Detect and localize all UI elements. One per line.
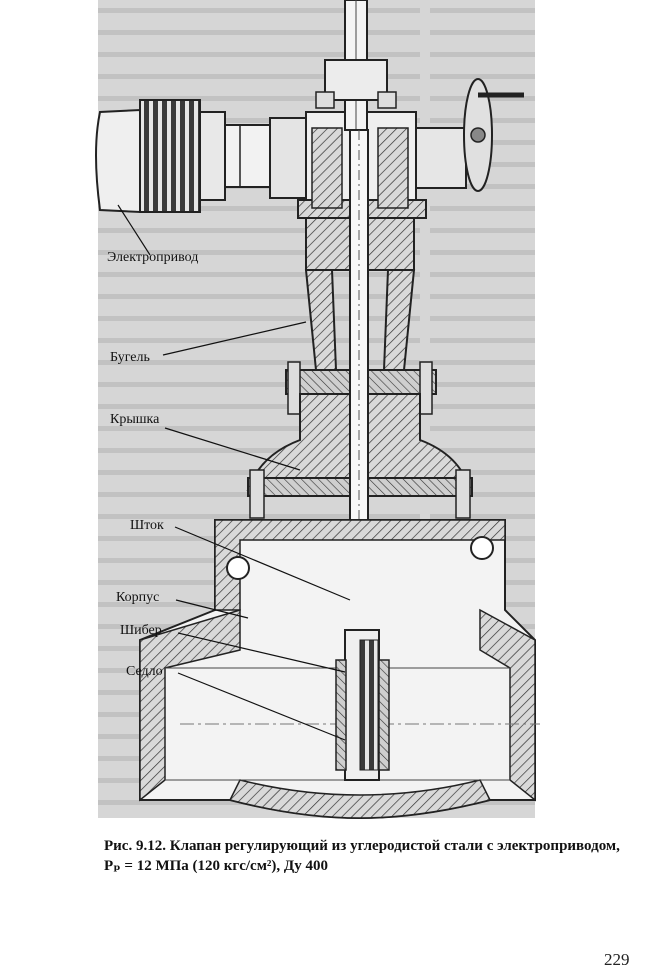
label-body: Корпус xyxy=(116,590,159,606)
caption-line-1: Рис. 9.12. Клапан регулирующий из углеро… xyxy=(104,838,620,854)
label-yoke: Бугель xyxy=(110,350,150,366)
label-bonnet: Крышка xyxy=(110,412,159,428)
page-number: 229 xyxy=(604,950,630,970)
label-gate: Шибер xyxy=(120,623,162,639)
caption-line-2: Pₚ = 12 МПа (120 кгс/см²), Ду 400 xyxy=(104,856,634,876)
label-stem: Шток xyxy=(130,518,164,534)
label-seat: Седло xyxy=(126,664,163,680)
figure-caption: Рис. 9.12. Клапан регулирующий из углеро… xyxy=(104,836,634,876)
label-electric-drive: Электропривод xyxy=(107,250,198,266)
